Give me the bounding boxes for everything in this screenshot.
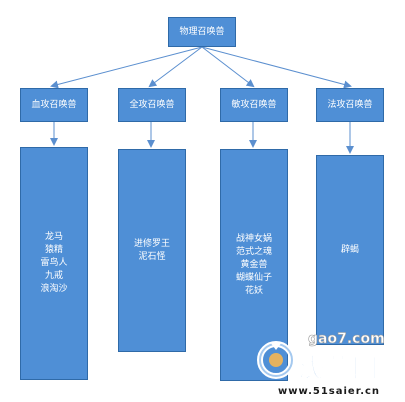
watermark-domain: gao7.com xyxy=(308,331,385,348)
category-node-agility: 敏攻召唤兽 xyxy=(220,88,288,122)
root-node: 物理召唤兽 xyxy=(168,17,236,47)
list-item: 九戒 xyxy=(44,271,63,281)
list-item: 泥石怪 xyxy=(138,251,166,262)
watermark-url: www.51saier.cn xyxy=(278,386,381,397)
category-label: 血攻召唤兽 xyxy=(31,100,77,110)
edge-root-to-agility xyxy=(201,46,255,88)
watermark-logo-icon xyxy=(256,336,296,380)
edge-root-to-blood xyxy=(50,46,203,89)
edge-root-to-all xyxy=(148,46,203,88)
list-item: 范式之魂 xyxy=(235,246,272,257)
category-node-all: 全攻召唤兽 xyxy=(118,88,186,122)
list-item: 猿精 xyxy=(44,245,63,255)
list-node-all: 进修罗王 泥石怪 xyxy=(118,149,186,352)
list-item: 战神女娲 xyxy=(235,233,272,244)
edge-root-to-magic xyxy=(201,46,352,89)
category-node-blood: 血攻召唤兽 xyxy=(20,88,88,122)
list-node-magic: 辟蝎 xyxy=(316,155,384,345)
category-node-magic: 法攻召唤兽 xyxy=(316,88,384,122)
list-item: 龙马 xyxy=(44,232,63,242)
list-item: 花妖 xyxy=(244,285,263,296)
list-item: 进修罗王 xyxy=(133,238,170,249)
list-node-agility: 战神女娲 范式之魂 黄金兽 蝴蝶仙子 花妖 xyxy=(220,149,288,381)
category-label: 敏攻召唤兽 xyxy=(231,100,277,110)
category-label: 全攻召唤兽 xyxy=(129,100,175,110)
list-item: 雷鸟人 xyxy=(40,258,68,268)
root-node-label: 物理召唤兽 xyxy=(179,27,225,37)
list-item: 浪淘沙 xyxy=(40,284,68,294)
list-item: 辟蝎 xyxy=(340,244,359,255)
list-node-blood: 龙马 猿精 雷鸟人 九戒 浪淘沙 xyxy=(20,147,88,380)
list-item: 黄金兽 xyxy=(240,259,268,270)
category-label: 法攻召唤兽 xyxy=(327,100,373,110)
watermark-brand: 浅蓝网 xyxy=(297,354,380,385)
list-item: 蝴蝶仙子 xyxy=(235,272,272,283)
